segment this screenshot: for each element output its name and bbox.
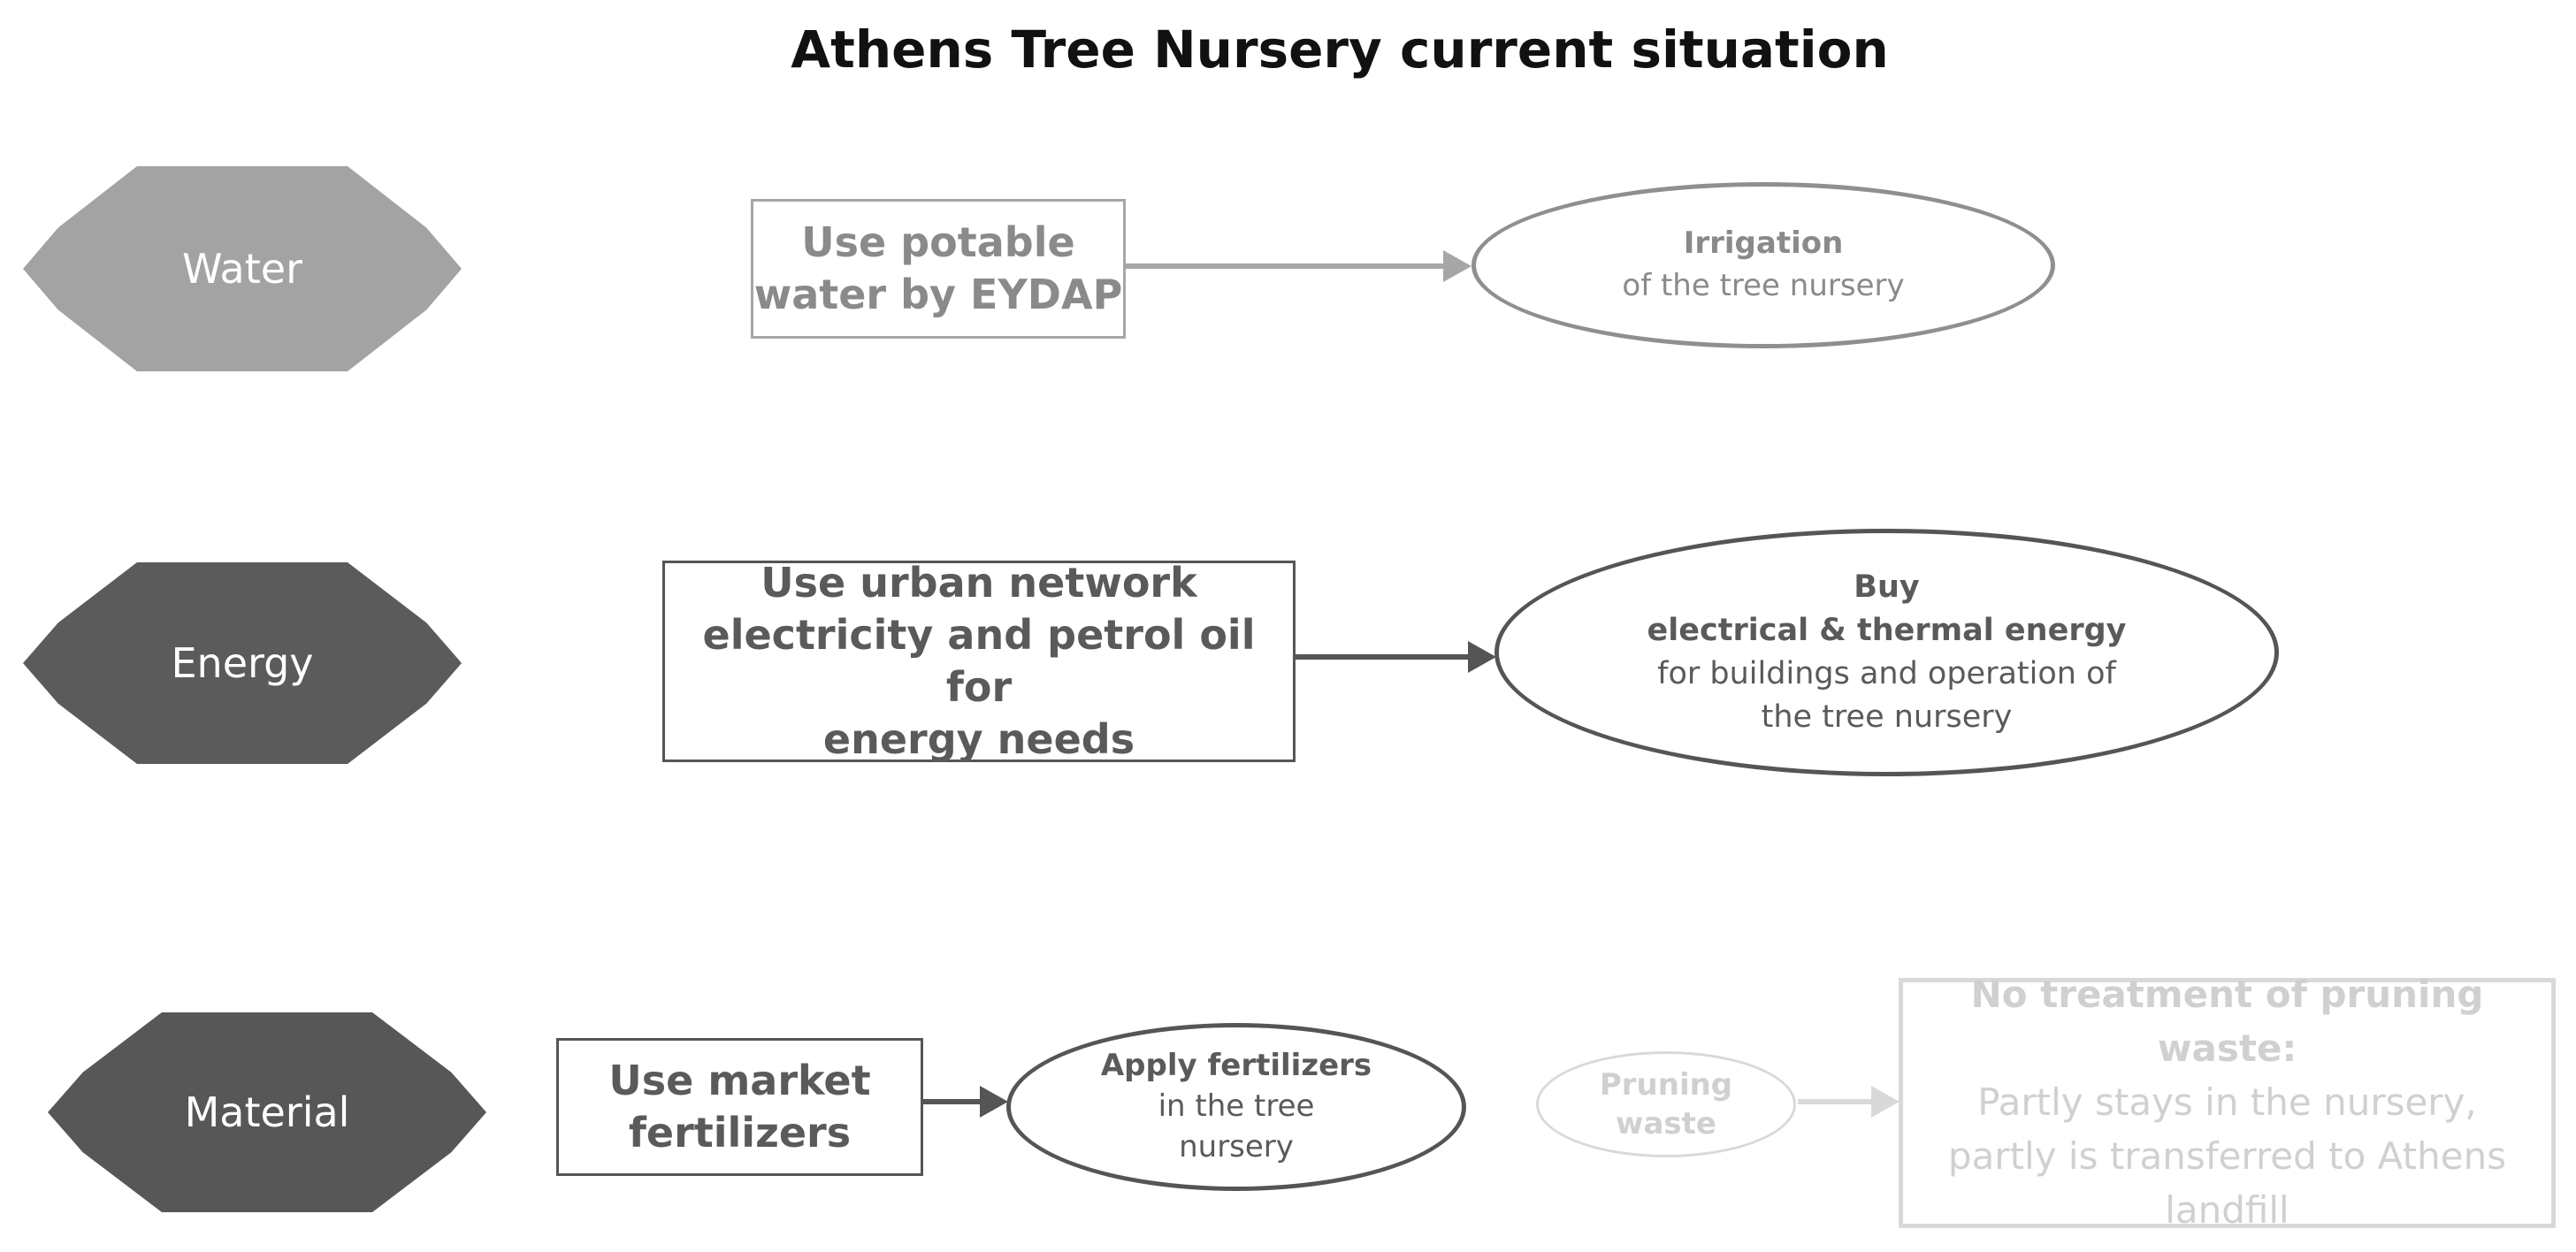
energy-source-box: Use urban network electricity and petrol…: [662, 559, 1296, 763]
energy-use-ellipse: Buy electrical & thermal energy for buil…: [1494, 529, 2279, 776]
water-source-box: Use potable water by EYDAP: [751, 199, 1126, 339]
treatment-line3: partly is transferred to Athens: [1947, 1134, 2507, 1178]
energy-source-line3: energy needs: [822, 714, 1135, 763]
water-use-line2: of the tree nursery: [1622, 268, 1905, 303]
material-source-box: Use market fertilizers: [556, 1038, 923, 1176]
energy-source-line1: Use urban network: [761, 559, 1197, 607]
material-use-line1: Apply fertilizers: [1100, 1048, 1372, 1084]
water-source-line1: Use potable: [801, 218, 1075, 267]
energy-resource-shape: Energy: [23, 562, 462, 764]
treatment-line4: landfill: [2165, 1187, 2289, 1232]
water-use-line1: Irrigation: [1683, 225, 1844, 262]
energy-source-line2: electricity and petrol oil for: [702, 611, 1256, 711]
energy-use-line1: Buy: [1854, 569, 1920, 605]
material-resource-label: Material: [184, 1088, 350, 1136]
energy-arrowhead: [1468, 641, 1496, 673]
material-source-line2: fertilizers: [628, 1109, 852, 1157]
material-use-line2: in the tree: [1158, 1088, 1315, 1125]
water-resource-label: Water: [182, 245, 302, 293]
material-resource-shape: Material: [48, 1012, 486, 1212]
energy-use-line4: the tree nursery: [1761, 699, 2013, 735]
material-arrowhead: [980, 1086, 1008, 1118]
pruning-waste-line1: Pruning: [1599, 1066, 1733, 1103]
water-resource-shape: Water: [23, 166, 462, 371]
diagram-title: Athens Tree Nursery current situation: [791, 19, 1889, 80]
energy-use-line2: electrical & thermal energy: [1647, 613, 2127, 648]
water-source-line2: water by EYDAP: [753, 271, 1123, 318]
material-use-line3: nursery: [1179, 1128, 1294, 1164]
water-use-ellipse: Irrigation of the tree nursery: [1471, 182, 2055, 348]
waste-arrowhead: [1871, 1086, 1900, 1118]
energy-resource-label: Energy: [171, 639, 314, 687]
material-source-line1: Use market: [608, 1057, 871, 1105]
energy-use-line3: for buildings and operation of: [1657, 656, 2116, 691]
material-use-ellipse: Apply fertilizers in the tree nursery: [1006, 1023, 1466, 1191]
water-arrowhead: [1443, 250, 1471, 282]
treatment-line1: No treatment of pruning waste:: [1970, 973, 2484, 1071]
treatment-line2: Partly stays in the nursery,: [1977, 1080, 2477, 1125]
pruning-treatment-box: No treatment of pruning waste: Partly st…: [1899, 973, 2556, 1232]
pruning-waste-ellipse: Pruning waste: [1536, 1051, 1796, 1157]
pruning-waste-line2: waste: [1616, 1106, 1716, 1141]
